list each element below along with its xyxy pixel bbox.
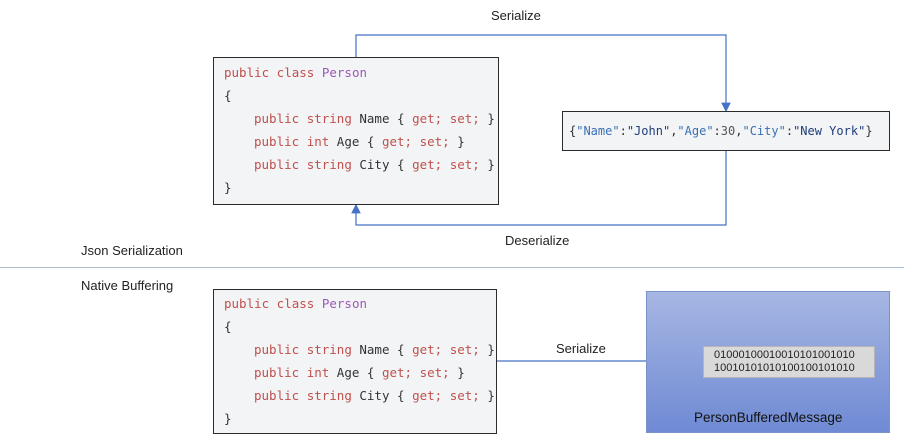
code-line-name-prop: public string Name { get; set; } [254,111,495,126]
code-line-class-decl: public class Person [224,296,367,311]
code-line-class-decl: public class Person [224,65,367,80]
json-serialization-title: Json Serialization [81,243,183,258]
binary-line-2: 10010101010100100101010 [714,362,855,374]
binary-data-box: 01000100010010101001010 1001010101010010… [703,346,875,378]
serialize-arrow [355,34,731,113]
buffered-message-label: PersonBufferedMessage [694,410,843,425]
binary-line-1: 01000100010010101001010 [714,349,855,361]
code-line-city-prop: public string City { get; set; } [254,157,495,172]
code-line-open-brace: { [224,319,232,334]
code-line-open-brace: { [224,88,232,103]
code-line-age-prop: public int Age { get; set; } [254,365,465,380]
serialize-label: Serialize [491,8,541,23]
code-line-name-prop: public string Name { get; set; } [254,342,495,357]
deserialize-label: Deserialize [505,233,570,248]
code-line-city-prop: public string City { get; set; } [254,388,495,403]
section-divider [0,267,904,268]
code-line-close-brace: } [224,411,232,426]
code-line-close-brace: } [224,180,232,195]
json-output-box: {"Name":"John","Age":30,"City":"New York… [562,111,890,151]
deserialize-arrow [351,151,727,226]
native-person-class-code-box: public class Person { public string Name… [213,289,497,434]
person-class-code-box: public class Person { public string Name… [213,57,499,205]
code-line-age-prop: public int Age { get; set; } [254,134,465,149]
native-buffering-title: Native Buffering [81,278,174,293]
native-serialize-label: Serialize [556,341,606,356]
